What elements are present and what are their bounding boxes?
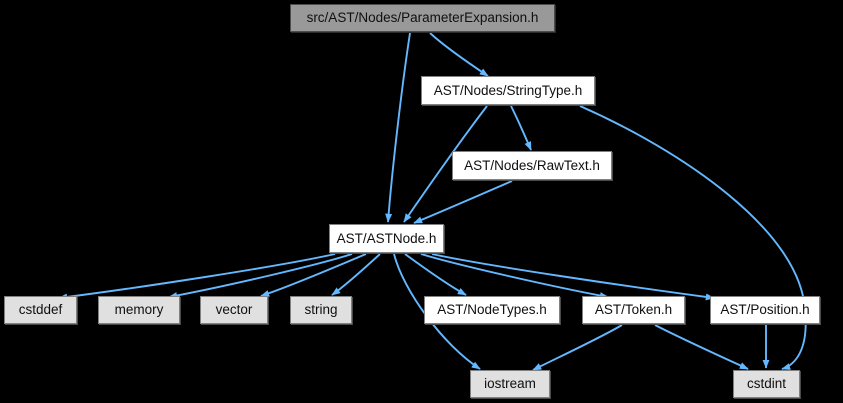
edge-rawtext-to-astnode (413, 180, 513, 224)
edge-astnode-to-memory (168, 253, 353, 299)
node-label-position: AST/Position.h (720, 302, 810, 318)
node-label-nodetypes: AST/NodeTypes.h (437, 302, 547, 318)
node-label-astnode: AST/ASTNode.h (336, 230, 437, 246)
node-label-cstdint: cstdint (746, 376, 787, 392)
node-rawtext[interactable]: AST/Nodes/RawText.h (452, 151, 612, 180)
node-memory[interactable]: memory (98, 296, 180, 324)
edge-stringtype-to-rawtext (510, 105, 532, 151)
edge-stringtype-to-astnode (403, 105, 488, 223)
edge-root-to-stringtype (429, 32, 489, 77)
edge-astnode-to-cstddef (58, 253, 336, 301)
node-label-iostream: iostream (484, 376, 536, 392)
node-position[interactable]: AST/Position.h (710, 296, 820, 324)
node-label-rawtext: AST/Nodes/RawText.h (464, 157, 600, 173)
node-label-memory: memory (114, 302, 164, 318)
node-label-string: string (304, 302, 338, 318)
node-stringtype[interactable]: AST/Nodes/StringType.h (421, 76, 595, 105)
edge-astnode-to-position (431, 253, 715, 301)
node-cstddef[interactable]: cstddef (4, 296, 77, 324)
node-iostream[interactable]: iostream (470, 370, 550, 398)
edge-token-to-iostream (532, 324, 623, 371)
edge-root-to-astnode (385, 32, 411, 223)
edge-astnode-to-nodetypes (404, 253, 467, 296)
edge-astnode-to-string (331, 253, 381, 296)
node-vector[interactable]: vector (200, 296, 268, 324)
edge-stringtype-to-cstdint (579, 105, 807, 370)
edge-astnode-to-vector (260, 253, 367, 297)
node-label-token: AST/Token.h (594, 302, 673, 318)
node-label-root: src/AST/Nodes/ParameterExpansion.h (306, 10, 539, 26)
node-string[interactable]: string (290, 296, 352, 324)
node-nodetypes[interactable]: AST/NodeTypes.h (424, 296, 560, 324)
node-label-vector: vector (215, 302, 253, 318)
node-label-cstddef: cstddef (18, 302, 63, 318)
node-label-stringtype: AST/Nodes/StringType.h (433, 82, 583, 98)
node-cstdint[interactable]: cstdint (733, 370, 800, 398)
node-token[interactable]: AST/Token.h (582, 296, 685, 324)
edge-astnode-to-token (420, 253, 609, 299)
node-root[interactable]: src/AST/Nodes/ParameterExpansion.h (290, 4, 555, 32)
edge-token-to-cstdint (654, 324, 749, 370)
node-astnode[interactable]: AST/ASTNode.h (329, 224, 444, 253)
